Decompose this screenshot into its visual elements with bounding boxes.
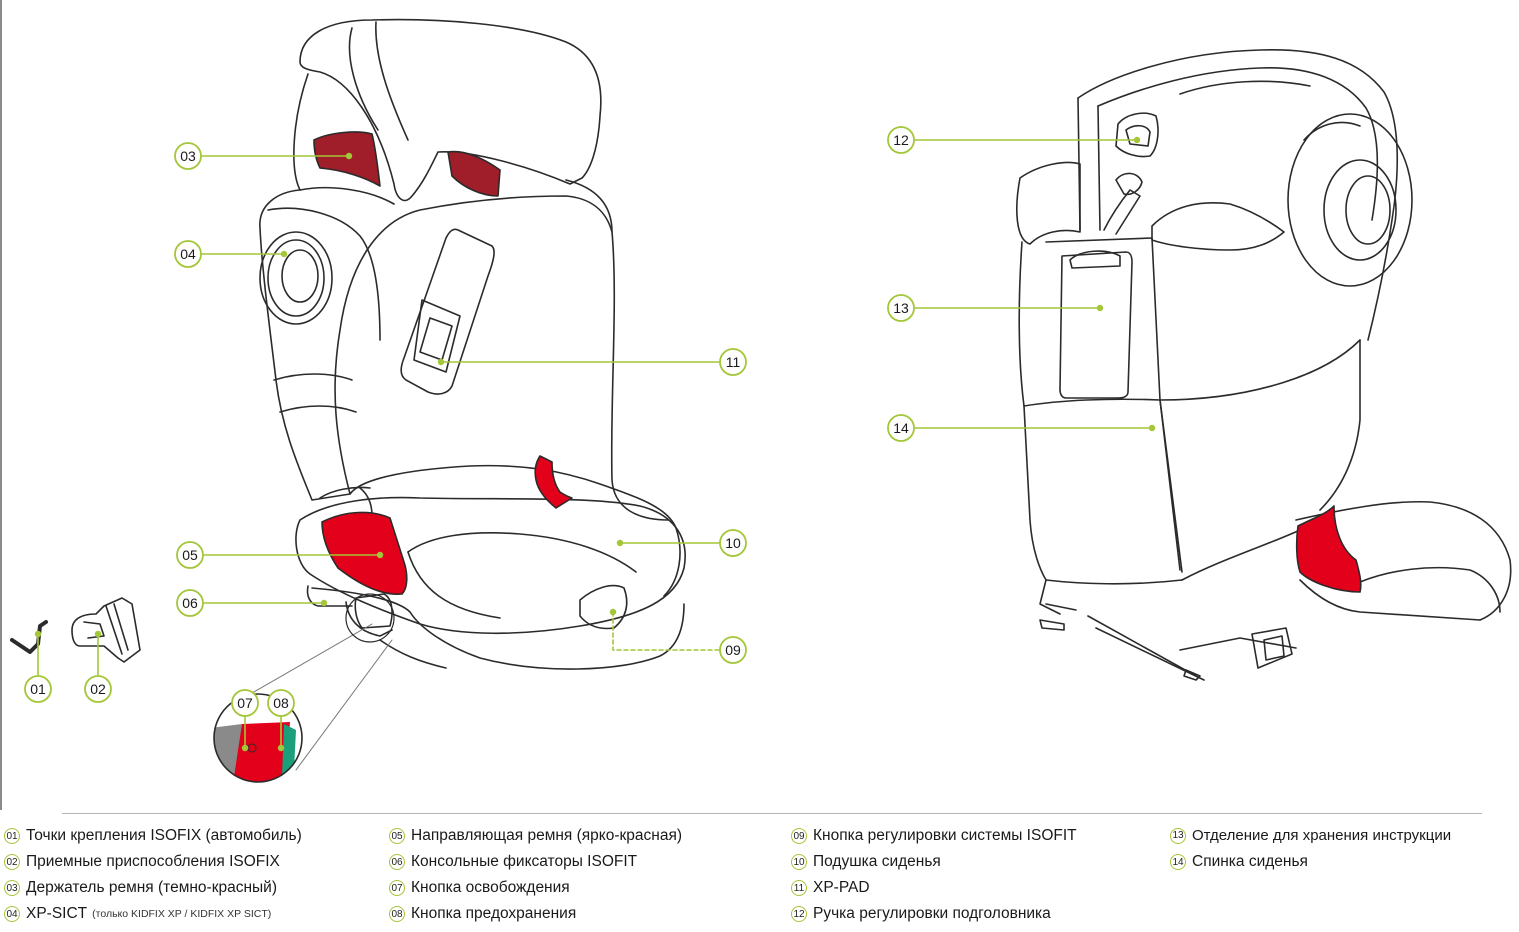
legend-divider [62,813,1482,814]
callout-14: 14 [888,415,914,441]
legend-item-05: 05 Направляющая ремня (ярко-красная) [389,827,682,845]
legend-item-06: 06 Консольные фиксаторы ISOFIT [389,853,637,871]
svg-text:06: 06 [182,595,198,611]
legend-note: (только KIDFIX XP / KIDFIX XP SICT) [92,908,271,920]
legend-label: Кнопка освобождения [411,879,570,897]
svg-text:11: 11 [726,354,741,370]
svg-text:02: 02 [90,681,106,697]
svg-text:13: 13 [893,300,909,316]
legend-number: 06 [389,854,405,870]
callout-12: 12 [888,127,914,153]
svg-text:14: 14 [893,420,909,436]
legend-number: 12 [791,906,807,922]
legend-label: Ручка регулировки подголовника [813,905,1051,923]
svg-text:12: 12 [893,132,909,148]
callout-06: 06 [177,590,203,616]
belt-guide-left [322,512,407,594]
callout-05: 05 [177,542,203,568]
legend-item-11: 11 XP-PAD [791,879,870,897]
svg-text:08: 08 [273,695,289,711]
callout-11: 11 [720,349,746,375]
isofix-anchor-points [12,622,46,652]
headrest-adjust-handle [1116,113,1158,156]
belt-guide-right [535,456,572,508]
legend-label: Подушка сиденья [813,853,941,871]
xp-sict-disc [260,232,332,324]
legend-number: 10 [791,854,807,870]
callout-07: 07 [232,690,258,716]
legend-label: Кнопка предохранения [411,905,576,923]
legend-number: 01 [4,828,20,844]
legend-number: 14 [1170,854,1186,870]
legend-number: 09 [791,828,807,844]
legend-label: XP-SICT [26,905,87,923]
svg-text:05: 05 [182,547,198,563]
legend-number: 05 [389,828,405,844]
legend-label: Приемные приспособления ISOFIX [26,853,280,871]
callout-09: 09 [720,637,746,663]
legend-label: Кнопка регулировки системы ISOFIT [813,827,1077,845]
legend-item-13: 13 Отделение для хранения инструкции [1170,827,1451,844]
legend-number: 03 [4,880,20,896]
svg-text:03: 03 [180,148,196,164]
callout-04: 04 [175,241,201,267]
legend-label: Консольные фиксаторы ISOFIT [411,853,637,871]
legend-label: Точки крепления ISOFIX (автомобиль) [26,827,302,845]
instruction-compartment [1060,252,1132,398]
callout-bubbles: 03 04 11 05 06 10 09 12 13 14 01 02 07 0… [25,127,914,716]
legend-item-14: 14 Спинка сиденья [1170,853,1308,871]
callout-01: 01 [25,676,51,702]
callout-10: 10 [720,530,746,556]
legend-number: 08 [389,906,405,922]
headrest [300,20,601,201]
legend-label: Направляющая ремня (ярко-красная) [411,827,682,845]
legend-label: XP-PAD [813,879,870,897]
legend-label: Отделение для хранения инструкции [1192,827,1451,844]
svg-text:09: 09 [725,642,741,658]
legend-item-12: 12 Ручка регулировки подголовника [791,905,1051,923]
car-seat-diagram: 03 04 11 05 06 10 09 12 13 14 01 02 07 0… [0,0,1519,810]
legend-number: 04 [4,906,20,922]
legend-number: 13 [1170,828,1186,844]
svg-text:07: 07 [237,695,253,711]
legend-number: 11 [791,880,807,896]
callout-anchor-dots [35,137,1155,751]
svg-text:04: 04 [180,246,196,262]
legend-number: 07 [389,880,405,896]
callout-13: 13 [888,295,914,321]
isofix-connectors [72,598,140,662]
svg-text:01: 01 [30,681,46,697]
legend-label: Держатель ремня (темно-красный) [26,879,277,897]
callout-08: 08 [268,690,294,716]
legend-item-10: 10 Подушка сиденья [791,853,941,871]
belt-holder-left [314,132,380,186]
legend-item-09: 09 Кнопка регулировки системы ISOFIT [791,827,1077,845]
legend-item-03: 03 Держатель ремня (темно-красный) [4,879,277,897]
legend-number: 02 [4,854,20,870]
callout-leaders [38,140,1152,748]
detail-zoom-circle [210,692,310,792]
svg-text:10: 10 [725,535,741,551]
front-seat-illustration [240,20,685,770]
rear-xp-sict-disc [1288,114,1412,286]
legend-item-02: 02 Приемные приспособления ISOFIX [4,853,280,871]
legend-item-08: 08 Кнопка предохранения [389,905,576,923]
legend-label: Спинка сиденья [1192,853,1308,871]
legend-item-07: 07 Кнопка освобождения [389,879,570,897]
rear-belt-guide [1297,506,1361,592]
callout-03: 03 [175,143,201,169]
callout-02: 02 [85,676,111,702]
legend-item-04: 04 XP-SICT (только KIDFIX XP / KIDFIX XP… [4,905,271,923]
rear-seat-illustration [1017,50,1511,680]
legend-item-01: 01 Точки крепления ISOFIX (автомобиль) [4,827,302,845]
